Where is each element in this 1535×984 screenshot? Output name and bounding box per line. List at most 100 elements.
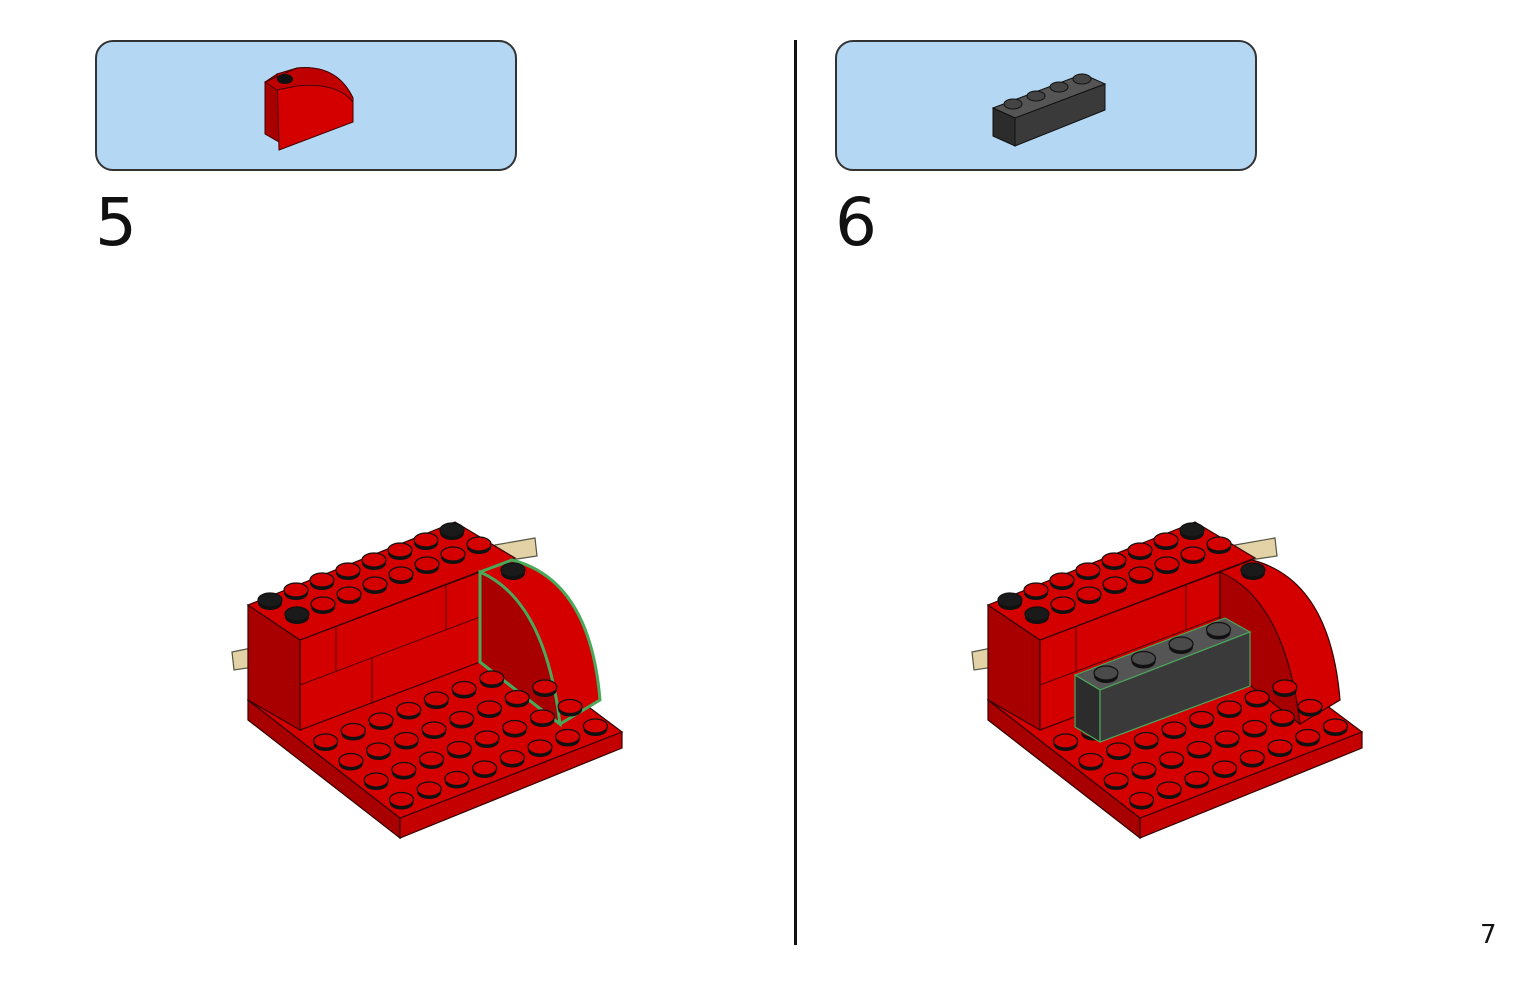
stud xyxy=(284,606,310,622)
stud xyxy=(310,596,336,612)
stud xyxy=(1075,562,1101,578)
stud xyxy=(444,770,470,787)
stud xyxy=(557,698,583,715)
stud xyxy=(336,586,362,602)
stud xyxy=(1133,731,1159,748)
stud xyxy=(1214,730,1240,746)
step-number-6: 6 xyxy=(835,184,877,261)
step-5-parts-box xyxy=(95,40,517,171)
stud xyxy=(1161,721,1187,737)
stud xyxy=(1240,562,1266,578)
stud xyxy=(1105,742,1132,758)
stud xyxy=(1186,740,1212,757)
stud xyxy=(1267,739,1293,755)
stud xyxy=(555,728,581,745)
stud xyxy=(446,740,472,757)
stud xyxy=(476,700,502,716)
stud xyxy=(1211,760,1238,776)
stud xyxy=(532,679,558,695)
stud xyxy=(500,562,526,578)
stud xyxy=(1184,770,1210,787)
stud xyxy=(1102,576,1128,592)
stud xyxy=(1206,536,1232,552)
stud xyxy=(474,730,500,746)
red-curved-slope-part-icon xyxy=(263,67,354,151)
stud xyxy=(451,680,477,697)
stud xyxy=(997,592,1023,608)
wall-brick-lines xyxy=(1039,584,1221,704)
stud xyxy=(1244,689,1270,706)
stud xyxy=(1128,791,1155,808)
stud xyxy=(1216,700,1243,716)
stud xyxy=(472,760,498,776)
stud xyxy=(366,742,392,758)
stud xyxy=(1023,582,1049,598)
stud xyxy=(1269,709,1296,725)
step-5-model-illustration xyxy=(231,521,624,840)
stud xyxy=(423,691,449,707)
stud xyxy=(413,532,439,548)
stud xyxy=(1179,522,1205,538)
stud xyxy=(1024,606,1050,622)
stud xyxy=(1168,636,1194,652)
stud xyxy=(416,781,442,797)
stud xyxy=(335,562,361,578)
stud xyxy=(1127,542,1153,558)
stud xyxy=(582,718,609,734)
stud xyxy=(387,542,413,558)
wall-brick-lines xyxy=(299,584,481,704)
stud xyxy=(421,721,447,737)
stud xyxy=(338,752,364,769)
stud xyxy=(502,719,528,736)
stud xyxy=(283,582,309,598)
stud xyxy=(1239,749,1265,766)
stud xyxy=(527,739,553,755)
stud xyxy=(419,751,445,767)
stud xyxy=(1131,761,1157,778)
stud xyxy=(1101,552,1127,568)
stud xyxy=(1272,679,1298,695)
step-number-5: 5 xyxy=(95,184,137,261)
page-number: 7 xyxy=(1480,920,1497,950)
stud xyxy=(504,689,530,706)
stud xyxy=(391,761,417,778)
stud xyxy=(1180,546,1206,562)
stud xyxy=(479,670,505,686)
stud xyxy=(1093,665,1119,681)
stud xyxy=(1076,586,1102,602)
stud xyxy=(1153,532,1179,548)
step-6-parts-box xyxy=(835,40,1257,171)
stud xyxy=(257,592,283,608)
stud xyxy=(1295,728,1321,745)
stud xyxy=(414,556,440,572)
stud xyxy=(1154,556,1180,572)
stud xyxy=(1242,719,1268,736)
stud xyxy=(1130,650,1157,667)
gray-1x4-brick-front xyxy=(1099,631,1251,743)
stud xyxy=(1049,572,1075,588)
stud xyxy=(1156,781,1182,797)
stud xyxy=(361,552,387,568)
stud xyxy=(396,701,422,718)
stud xyxy=(1189,710,1215,727)
stud xyxy=(499,749,525,766)
stud xyxy=(363,772,389,788)
stud xyxy=(362,576,388,592)
stud xyxy=(388,566,414,582)
stud xyxy=(393,731,419,748)
stud xyxy=(1205,621,1232,638)
stud xyxy=(466,536,492,552)
stud xyxy=(1050,596,1076,612)
stud xyxy=(449,710,475,727)
stud xyxy=(1158,751,1185,767)
stud xyxy=(309,572,335,588)
stud xyxy=(1297,698,1323,715)
stud xyxy=(439,522,465,538)
stud xyxy=(1078,752,1104,769)
stud xyxy=(340,722,366,739)
stud xyxy=(1103,772,1129,788)
stud xyxy=(1052,733,1079,749)
stud xyxy=(1322,718,1349,734)
stud xyxy=(313,733,339,749)
